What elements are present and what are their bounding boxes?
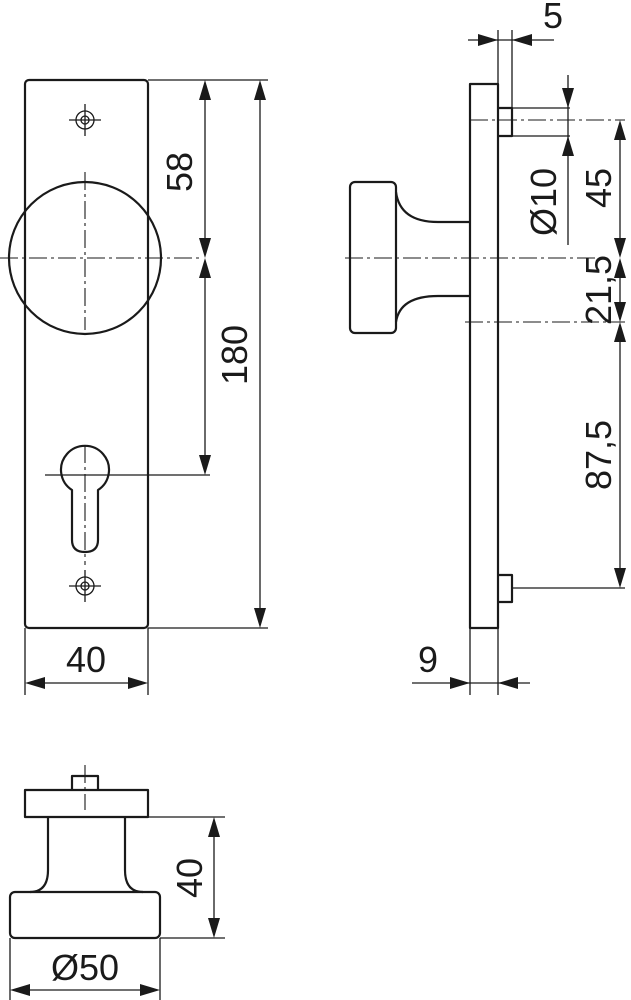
- front-cylinder-keyhole: [59, 444, 111, 554]
- bottom-knob-stem: [29, 817, 144, 894]
- dim-label-40-height: 40: [169, 858, 210, 898]
- dim-knob-keyhole-line: [199, 258, 211, 475]
- dim-58-line: [199, 80, 211, 258]
- dim-label-21-5: 21,5: [578, 255, 619, 325]
- dim-label-40-width: 40: [66, 639, 106, 680]
- side-knob-stem: [394, 191, 470, 323]
- dim-label-87-5: 87,5: [578, 420, 619, 490]
- dim-40-line: [25, 677, 148, 689]
- dim-label-180: 180: [214, 325, 255, 385]
- dim-label-5: 5: [543, 0, 563, 36]
- front-plate: [23, 78, 150, 630]
- side-view: [345, 30, 626, 695]
- dim-label-58: 58: [159, 152, 200, 192]
- front-upper-screw: [69, 104, 101, 136]
- side-plate: [468, 82, 500, 630]
- bottom-knob-disc: [8, 890, 162, 940]
- dim-label-diameter-50: Ø50: [51, 947, 119, 988]
- bottom-view: [8, 765, 225, 1000]
- dim-label-9: 9: [418, 639, 438, 680]
- front-view: [0, 78, 268, 695]
- dim-180-line: [254, 80, 266, 628]
- bottom-top-plate: [23, 788, 150, 819]
- dim-label-45: 45: [578, 168, 619, 208]
- dim-label-diameter-10: Ø10: [523, 168, 564, 236]
- side-upper-screw: [498, 106, 514, 138]
- front-lower-screw: [69, 570, 101, 602]
- side-lower-screw: [498, 573, 514, 604]
